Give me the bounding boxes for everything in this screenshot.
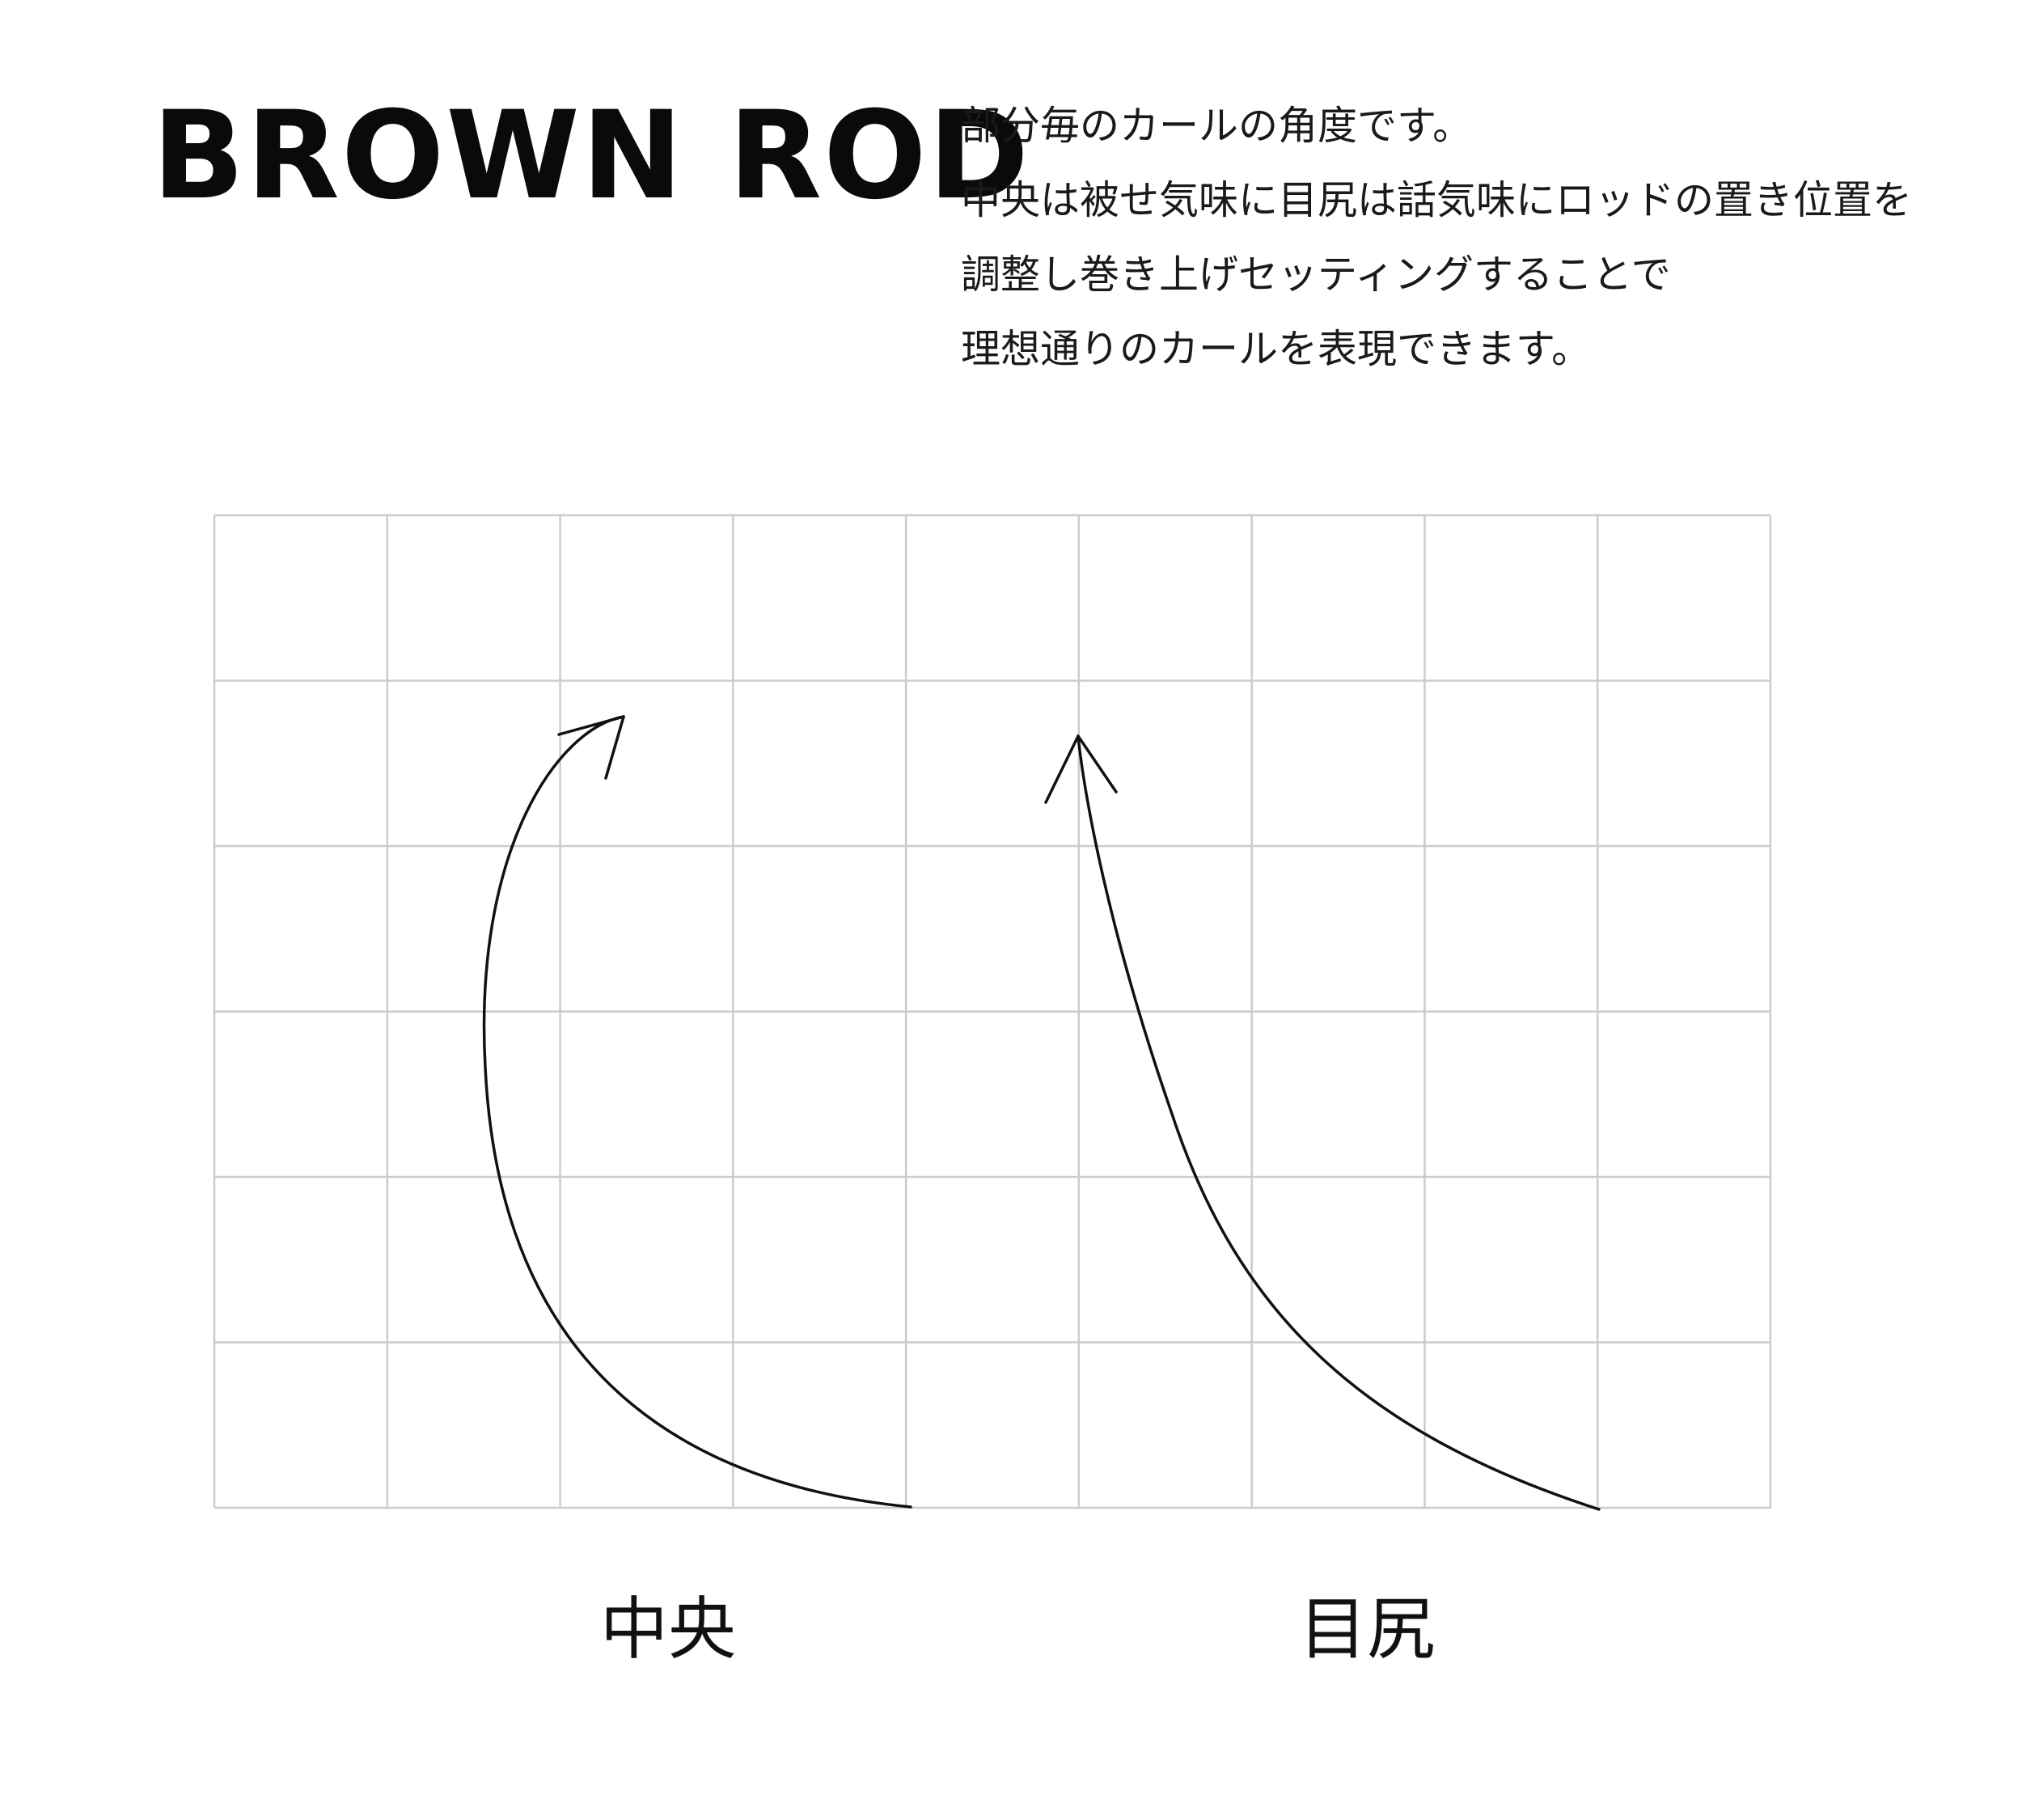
grid xyxy=(213,514,1772,1509)
center-curl-arrow xyxy=(482,715,912,1509)
description-line: 調整し巻き上げセッティングすることで xyxy=(961,252,1671,298)
description-line: 理想通りのカールを表現できます。 xyxy=(961,326,1592,372)
outer-arrowhead xyxy=(1044,734,1118,804)
description: 部分毎のカールの角度です。 中央は被せ気味に目尻は話気味にロッドの置き位置を 調… xyxy=(961,89,2012,387)
outer-curl-curve xyxy=(1077,734,1601,1511)
outer-curl-arrow xyxy=(1044,734,1601,1511)
center-label: 中央 xyxy=(600,1589,737,1669)
outer-corner-label: 目尻 xyxy=(1299,1589,1436,1669)
center-arrowhead xyxy=(557,715,625,780)
page-title: BROWN ROD xyxy=(152,86,1031,226)
center-curl-curve xyxy=(482,715,912,1509)
description-line: 部分毎のカールの角度です。 xyxy=(961,103,1473,149)
description-line: 中央は被せ気味に目尻は話気味にロッドの置き位置を xyxy=(961,177,1913,223)
